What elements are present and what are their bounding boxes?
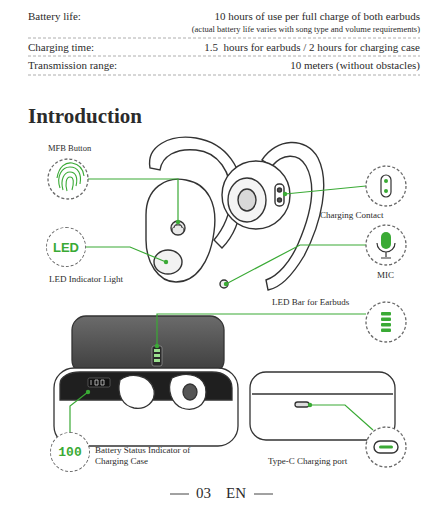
part-label: LED Indicator Light xyxy=(49,274,123,285)
fingerprint-icon xyxy=(57,163,84,191)
spec-value: 10 hours of use per full charge of both … xyxy=(140,10,420,23)
footer-dashes xyxy=(170,494,273,495)
type-c-icon xyxy=(374,441,398,453)
spec-value: 10 meters (without obstacles) xyxy=(170,59,420,72)
spec-value: 1.5 hours for earbuds / 2 hours for char… xyxy=(140,41,420,54)
part-label: Battery Status Indicator of Charging Cas… xyxy=(95,445,213,468)
part-label: LED Bar for Earbuds xyxy=(272,297,349,308)
part-label: MFB Button xyxy=(48,143,91,153)
section-title: Introduction xyxy=(28,104,142,129)
part-label: Charging Contact xyxy=(320,210,384,221)
spec-name: Charging time: xyxy=(28,41,94,54)
mic-icon xyxy=(377,232,395,258)
callout-text: 100 xyxy=(58,445,81,460)
spec-name: Transmission range: xyxy=(28,59,117,72)
led-bar-icon xyxy=(381,312,391,332)
spec-note: (actual battery life varies with song ty… xyxy=(80,24,420,34)
charging-case-closed xyxy=(250,372,395,440)
language-code: EN xyxy=(226,484,246,502)
charging-case-open xyxy=(54,316,238,446)
part-label: MIC xyxy=(377,270,394,281)
charging-contact-icon xyxy=(381,175,391,197)
battery-display-callout: 100Battery Status Indicator of Charging … xyxy=(50,432,90,472)
page-number: 03 xyxy=(196,484,211,502)
callout-text: LED xyxy=(53,240,79,255)
earbud-right xyxy=(220,142,324,290)
spec-name: Battery life: xyxy=(28,10,81,23)
part-label: Type-C Charging port xyxy=(268,456,347,467)
icon-circles xyxy=(48,159,406,467)
separator-lines xyxy=(28,38,420,75)
led-callout: LEDLED Indicator Light xyxy=(46,227,86,267)
